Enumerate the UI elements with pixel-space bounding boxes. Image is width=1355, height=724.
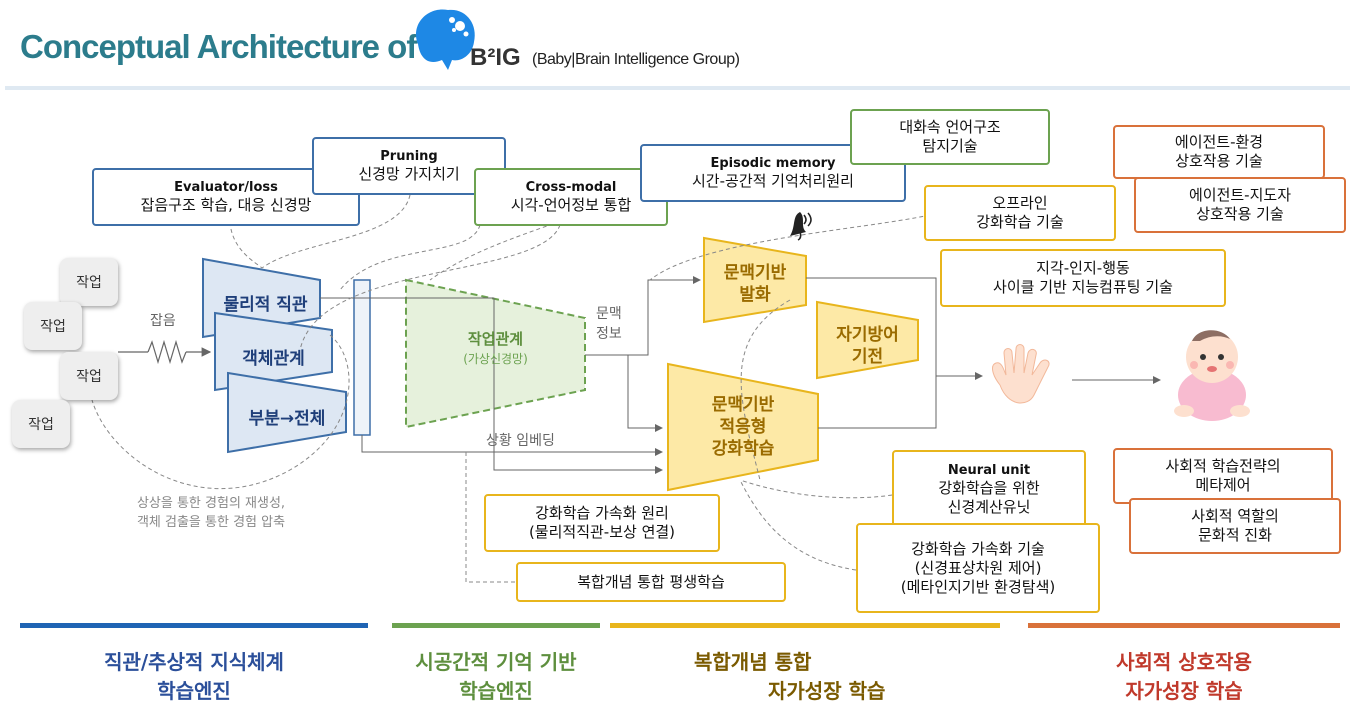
- header-divider: [5, 86, 1350, 90]
- task-box: 작업: [24, 302, 82, 350]
- evaluator-title: Evaluator/loss: [174, 179, 278, 195]
- pruning-title: Pruning: [380, 148, 438, 164]
- lifelong-learning-box: 복합개념 통합 평생학습: [516, 562, 786, 602]
- logo-text: B²IG: [470, 44, 521, 71]
- agent-env-box: 에이전트-환경 상호작용 기술: [1113, 125, 1325, 179]
- dialogue-structure-box: 대화속 언어구조 탐지기술: [850, 109, 1050, 165]
- crossmodal-desc: 시각-언어정보 통합: [510, 195, 632, 214]
- context-info-label: 문맥 정보: [596, 306, 622, 342]
- crossmodal-box: Cross-modal 시각-언어정보 통합: [474, 168, 668, 226]
- crossmodal-title: Cross-modal: [525, 179, 617, 195]
- page-title: Conceptual Architecture of: [20, 28, 417, 65]
- category-label-concept: 복합개념 통합 자가성장 학습: [610, 648, 1000, 706]
- pruning-desc: 신경망 가지치기: [358, 164, 460, 183]
- category-strip-yellow: [610, 623, 1000, 628]
- task-box: 작업: [60, 352, 118, 400]
- category-label-memory: 시공간적 기억 기반 학습엔진: [415, 650, 577, 703]
- category-label-concept-line2: 자가성장 학습: [768, 679, 886, 703]
- social-strategy-box: 사회적 학습전략의 메타제어: [1113, 448, 1333, 504]
- neural-unit-desc: 강화학습을 위한 신경계산유닛: [938, 479, 1040, 516]
- category-strip-green: [392, 623, 600, 628]
- adaptive-rl-label: 문맥기반 적응형 강화학습: [711, 395, 775, 459]
- category-strip-blue: [20, 623, 368, 628]
- episodic-title: Episodic memory: [710, 155, 836, 171]
- brain-logo-icon: [416, 9, 475, 70]
- category-label-concept-line1: 복합개념 통합: [694, 650, 812, 674]
- logo-subtitle: (Baby|Brain Intelligence Group): [532, 51, 740, 68]
- category-label-social: 사회적 상호작용 자가성장 학습: [1116, 650, 1252, 703]
- rl-accel-principle-box: 강화학습 가속화 원리 (물리적직관-보상 연결): [484, 494, 720, 552]
- agent-guide-box: 에이전트-지도자 상호작용 기술: [1134, 177, 1346, 233]
- context-speech-label: 문맥기반 발화: [723, 263, 787, 305]
- category-strip-orange: [1028, 623, 1340, 628]
- perception-cycle-box: 지각-인지-행동 사이클 기반 지능컴퓨팅 기술: [940, 249, 1226, 307]
- hand-icon: [992, 344, 1050, 404]
- object-relation-label: 객체관계: [242, 349, 305, 369]
- pruning-box: Pruning 신경망 가지치기: [312, 137, 506, 195]
- situation-embedding-label: 상황 임베딩: [486, 433, 555, 449]
- part-whole-label: 부분→전체: [248, 409, 326, 429]
- offline-rl-box: 오프라인 강화학습 기술: [924, 185, 1116, 241]
- work-relation-sub: (가상신경망): [463, 352, 528, 366]
- imagination-note: 상상을 통한 경험의 재생성, 객체 검출을 통한 경험 압축: [136, 496, 286, 530]
- speech-icon: [790, 212, 812, 241]
- evaluator-desc: 잡음구조 학습, 대응 신경망: [140, 195, 312, 214]
- noise-label: 잡음: [150, 313, 176, 329]
- neural-unit-title: Neural unit: [947, 463, 1031, 478]
- work-relation-label: 작업관계: [467, 330, 524, 348]
- episodic-desc: 시간-공간적 기억처리원리: [692, 171, 854, 190]
- rl-accel-tech-box: 강화학습 가속화 기술 (신경표상차원 제어) (메타인지기반 환경탐색): [856, 523, 1100, 613]
- baby-icon: [1174, 330, 1250, 421]
- task-box: 작업: [12, 400, 70, 448]
- social-role-box: 사회적 역할의 문화적 진화: [1129, 498, 1341, 554]
- task-box: 작업: [60, 258, 118, 306]
- neural-unit-box: Neural unit 강화학습을 위한 신경계산유닛: [892, 450, 1086, 530]
- self-defense-label: 자기방어 기전: [836, 325, 899, 367]
- physical-intuition-label: 물리적 직관: [223, 295, 308, 315]
- category-label-intuition: 직관/추상적 지식체계 학습엔진: [104, 650, 284, 703]
